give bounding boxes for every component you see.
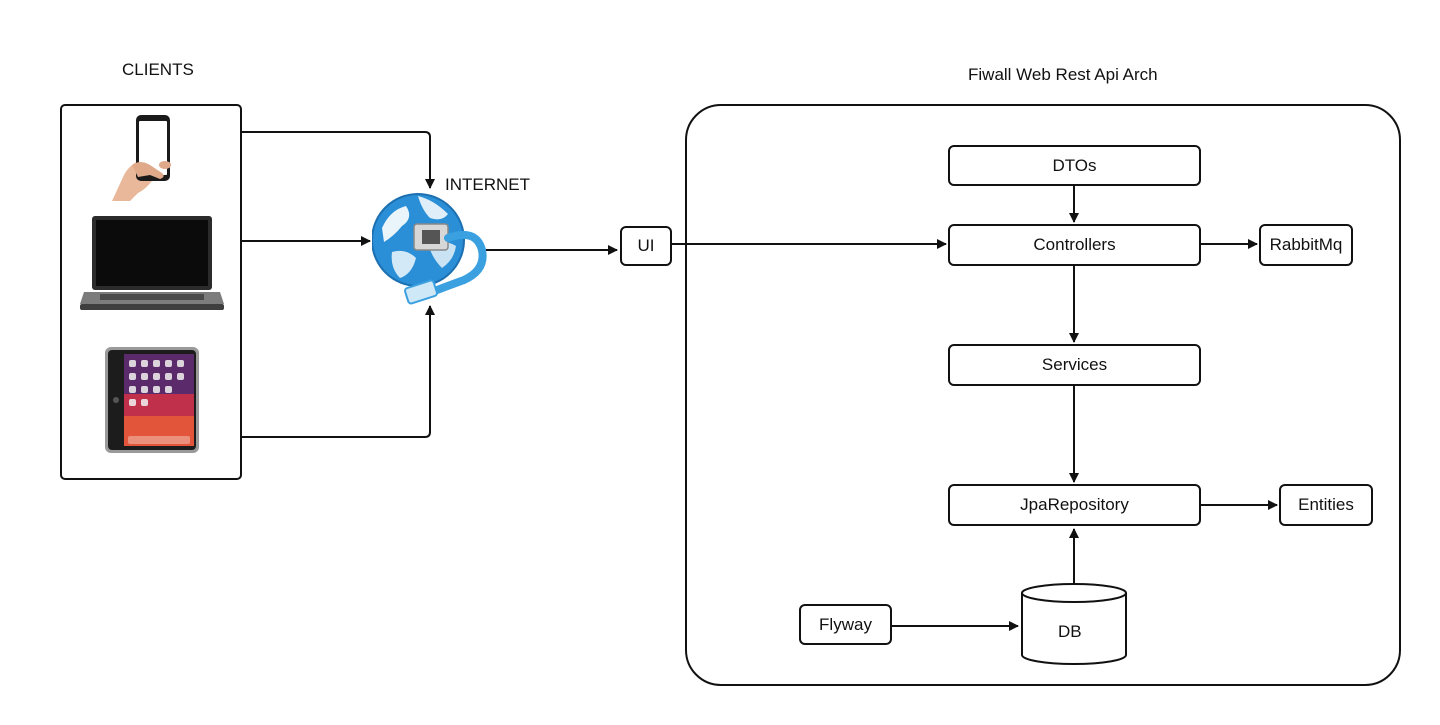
dtos-node[interactable]: DTOs [948,145,1201,186]
internet-label: INTERNET [445,175,530,194]
flyway-node[interactable]: Flyway [799,604,892,645]
db-label[interactable]: DB [1058,622,1082,641]
services-node[interactable]: Services [948,344,1201,386]
ui-node[interactable]: UI [620,226,672,266]
db-cylinder [1021,583,1127,665]
jparepository-node[interactable]: JpaRepository [948,484,1201,526]
laptop-icon[interactable] [80,214,224,316]
edge-tablet-internet [241,305,435,438]
edge-smartphone-internet [241,131,435,189]
clients-title: CLIENTS [122,60,194,79]
architecture-title: Fiwall Web Rest Api Arch [968,65,1158,84]
entities-node[interactable]: Entities [1279,484,1373,526]
internet-globe-icon[interactable] [372,188,496,312]
clients-frame [60,104,242,480]
rabbitmq-node[interactable]: RabbitMq [1259,224,1353,266]
smartphone-icon[interactable] [110,113,180,203]
controllers-node[interactable]: Controllers [948,224,1201,266]
architecture-frame [685,104,1401,686]
tablet-icon[interactable] [104,346,200,454]
